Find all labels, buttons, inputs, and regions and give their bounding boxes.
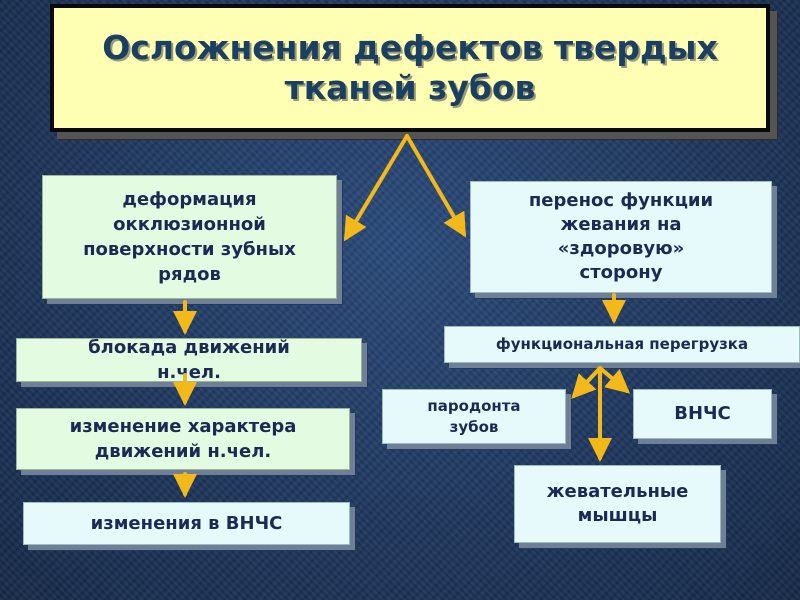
node-deformation-text: деформация окклюзионной поверхности зубн…	[83, 189, 296, 285]
title-text: Осложнения дефектов твердых тканей зубов	[102, 28, 718, 107]
arrow-title-to-deformation	[343, 134, 409, 242]
node-tmj-changes: изменения в ВНЧС	[23, 502, 350, 545]
node-masticatory-muscles: жевательные мышцы	[514, 465, 721, 543]
node-masticatory-muscles-text: жевательные мышцы	[546, 481, 689, 526]
node-deformation: деформация окклюзионной поверхности зубн…	[42, 175, 337, 299]
node-tmj-text: ВНЧС	[674, 403, 731, 424]
node-tmj-changes-text: изменения в ВНЧС	[90, 512, 283, 534]
arrow-overload-to-tmj	[598, 366, 631, 394]
node-tmj: ВНЧС	[633, 389, 772, 439]
node-transfer-text: перенос функции жевания на «здоровую» ст…	[528, 190, 714, 283]
node-change-character-text: изменение характера движений н.чел.	[69, 416, 297, 462]
node-functional-overload-text: функциональная перегрузка	[495, 335, 749, 353]
diagram-title: Осложнения дефектов твердых тканей зубов	[50, 4, 770, 132]
node-functional-overload: функциональная перегрузка	[444, 326, 800, 363]
node-blockade-text: блокада движений н.чел.	[88, 337, 290, 383]
node-change-character: изменение характера движений н.чел.	[16, 408, 350, 470]
node-transfer: перенос функции жевания на «здоровую» ст…	[470, 181, 772, 293]
arrow-overload-to-periodontium	[571, 366, 602, 399]
node-periodontium: пародонта зубов	[382, 389, 566, 444]
node-periodontium-text: пародонта зубов	[427, 396, 521, 436]
arrow-title-to-transfer	[405, 134, 467, 238]
node-blockade: блокада движений н.чел.	[16, 337, 362, 383]
